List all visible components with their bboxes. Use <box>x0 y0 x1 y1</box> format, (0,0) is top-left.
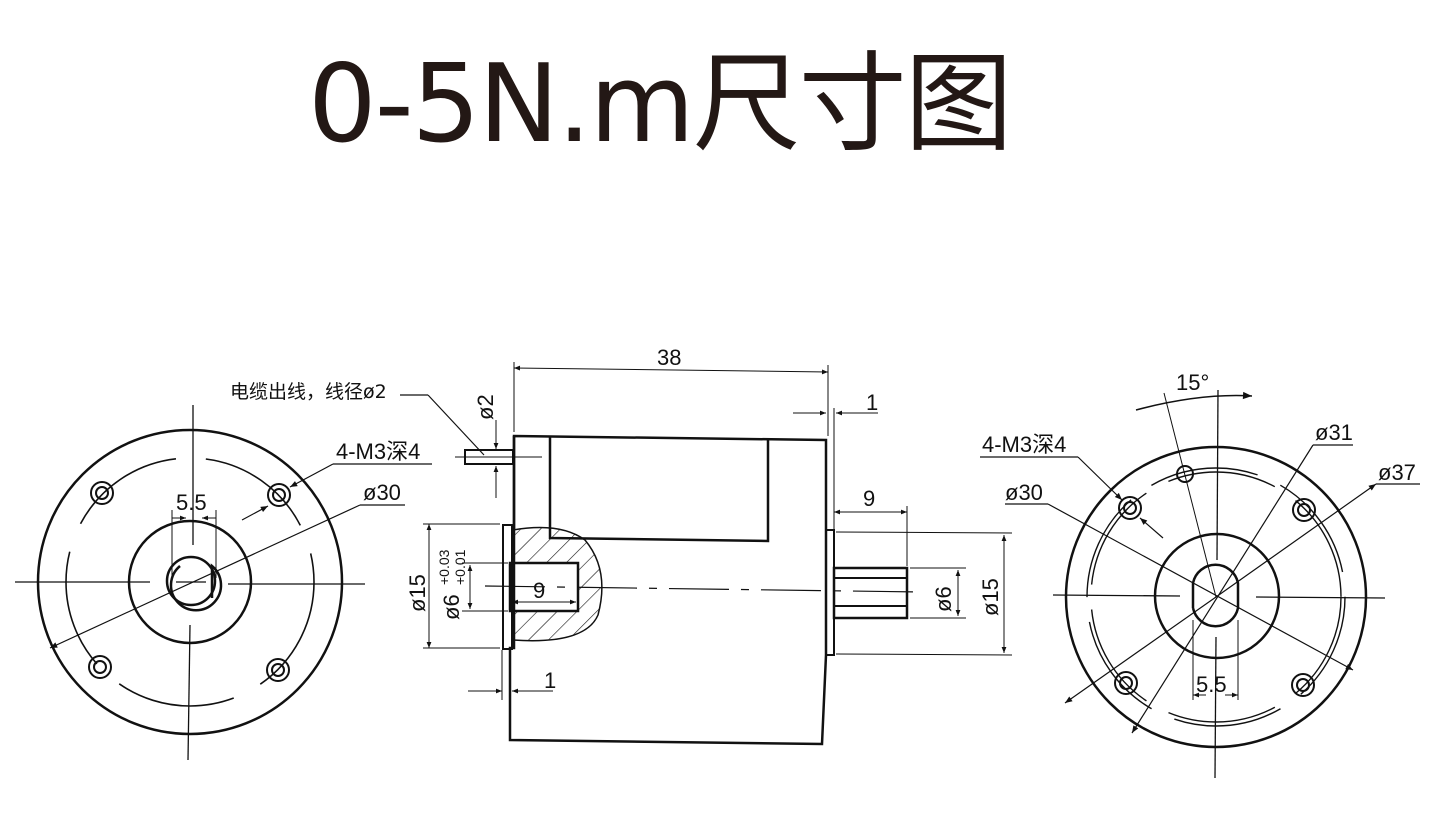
right-hole-callout: 4-M3深4 <box>982 432 1066 457</box>
left-hole-callout: 4-M3深4 <box>336 439 420 464</box>
bore-dia-label: ø6 <box>439 594 464 620</box>
shaft-length-label: 9 <box>863 486 875 511</box>
shaft-dia-label: ø6 <box>931 586 956 612</box>
side-view <box>400 362 1013 746</box>
bore-tol-upper: +0.03 <box>436 549 452 585</box>
left-end-view <box>15 405 432 761</box>
right-d31-label: ø31 <box>1315 420 1353 445</box>
right-d30-label: ø30 <box>1005 480 1043 505</box>
left-flange-gap-label: 1 <box>544 668 556 693</box>
right-end-view <box>980 389 1420 779</box>
length-label: 38 <box>657 345 681 370</box>
left-diameter-label: ø30 <box>363 480 401 505</box>
bore-depth-label: 9 <box>533 578 545 603</box>
bore-tol-lower: +0.01 <box>452 549 468 585</box>
drawing-title: 0-5N.m尺寸图 <box>308 42 1013 167</box>
shaft-boss-label: ø15 <box>978 578 1003 616</box>
bore-outer-label: ø15 <box>405 574 430 612</box>
right-d37-label: ø37 <box>1378 460 1416 485</box>
cable-dia-label: ø2 <box>473 394 498 420</box>
cable-note: 电缆出线，线径ø2 <box>230 381 387 403</box>
angle-label: 15° <box>1176 370 1209 395</box>
right-flange-gap-label: 1 <box>866 390 878 415</box>
left-shaft-flat-label: 5.5 <box>176 490 207 515</box>
right-shaft-flat-label: 5.5 <box>1196 672 1227 697</box>
